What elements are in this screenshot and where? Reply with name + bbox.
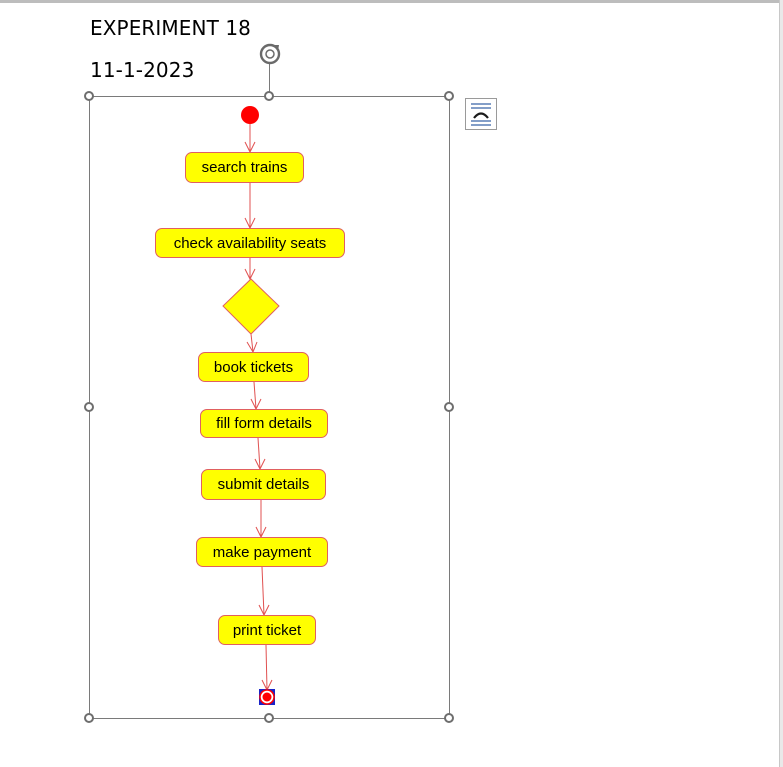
action-submit-details[interactable]: submit details <box>201 469 326 500</box>
action-print-ticket[interactable]: print ticket <box>218 615 316 645</box>
action-book-tickets[interactable]: book tickets <box>198 352 309 382</box>
resize-handle-top-left[interactable] <box>84 91 94 101</box>
rotate-icon[interactable] <box>255 40 285 68</box>
layout-options-button[interactable] <box>465 98 497 130</box>
wrap-arc-icon <box>473 112 489 119</box>
arrowhead <box>244 268 256 281</box>
document-date[interactable]: 11-1-2023 <box>90 58 195 82</box>
action-make-payment[interactable]: make payment <box>196 537 328 567</box>
action-check-availability-seats[interactable]: check availability seats <box>155 228 345 258</box>
resize-handle-top-middle[interactable] <box>264 91 274 101</box>
page-scroll-edge[interactable] <box>779 0 783 767</box>
arrow-print-to-end <box>265 644 268 691</box>
resize-handle-bottom-right[interactable] <box>444 713 454 723</box>
window-top-border <box>0 0 783 3</box>
resize-handle-bottom-middle[interactable] <box>264 713 274 723</box>
end-node[interactable] <box>259 689 275 705</box>
resize-handle-top-right[interactable] <box>444 91 454 101</box>
end-node-core <box>262 692 272 702</box>
resize-handle-bottom-left[interactable] <box>84 713 94 723</box>
start-node[interactable] <box>241 106 259 124</box>
document-title[interactable]: EXPERIMENT 18 <box>90 16 252 40</box>
rotate-icon-center <box>265 49 275 59</box>
layout-options-icon <box>471 103 491 126</box>
arrow-pay-to-print <box>261 566 265 616</box>
arrow-fill-to-submit <box>257 437 261 470</box>
decision-node[interactable] <box>222 278 280 335</box>
picture-selection-frame[interactable] <box>89 96 450 719</box>
rotation-handle-stem <box>269 64 270 96</box>
arrow-decision-to-book <box>250 333 254 353</box>
action-search-trains[interactable]: search trains <box>185 152 304 183</box>
rotate-icon-arrow <box>273 45 279 51</box>
resize-handle-middle-right[interactable] <box>444 402 454 412</box>
resize-handle-middle-left[interactable] <box>84 402 94 412</box>
arrow-book-to-fill <box>253 381 257 410</box>
rotate-icon-ring <box>259 43 281 65</box>
action-fill-form-details[interactable]: fill form details <box>200 409 328 438</box>
